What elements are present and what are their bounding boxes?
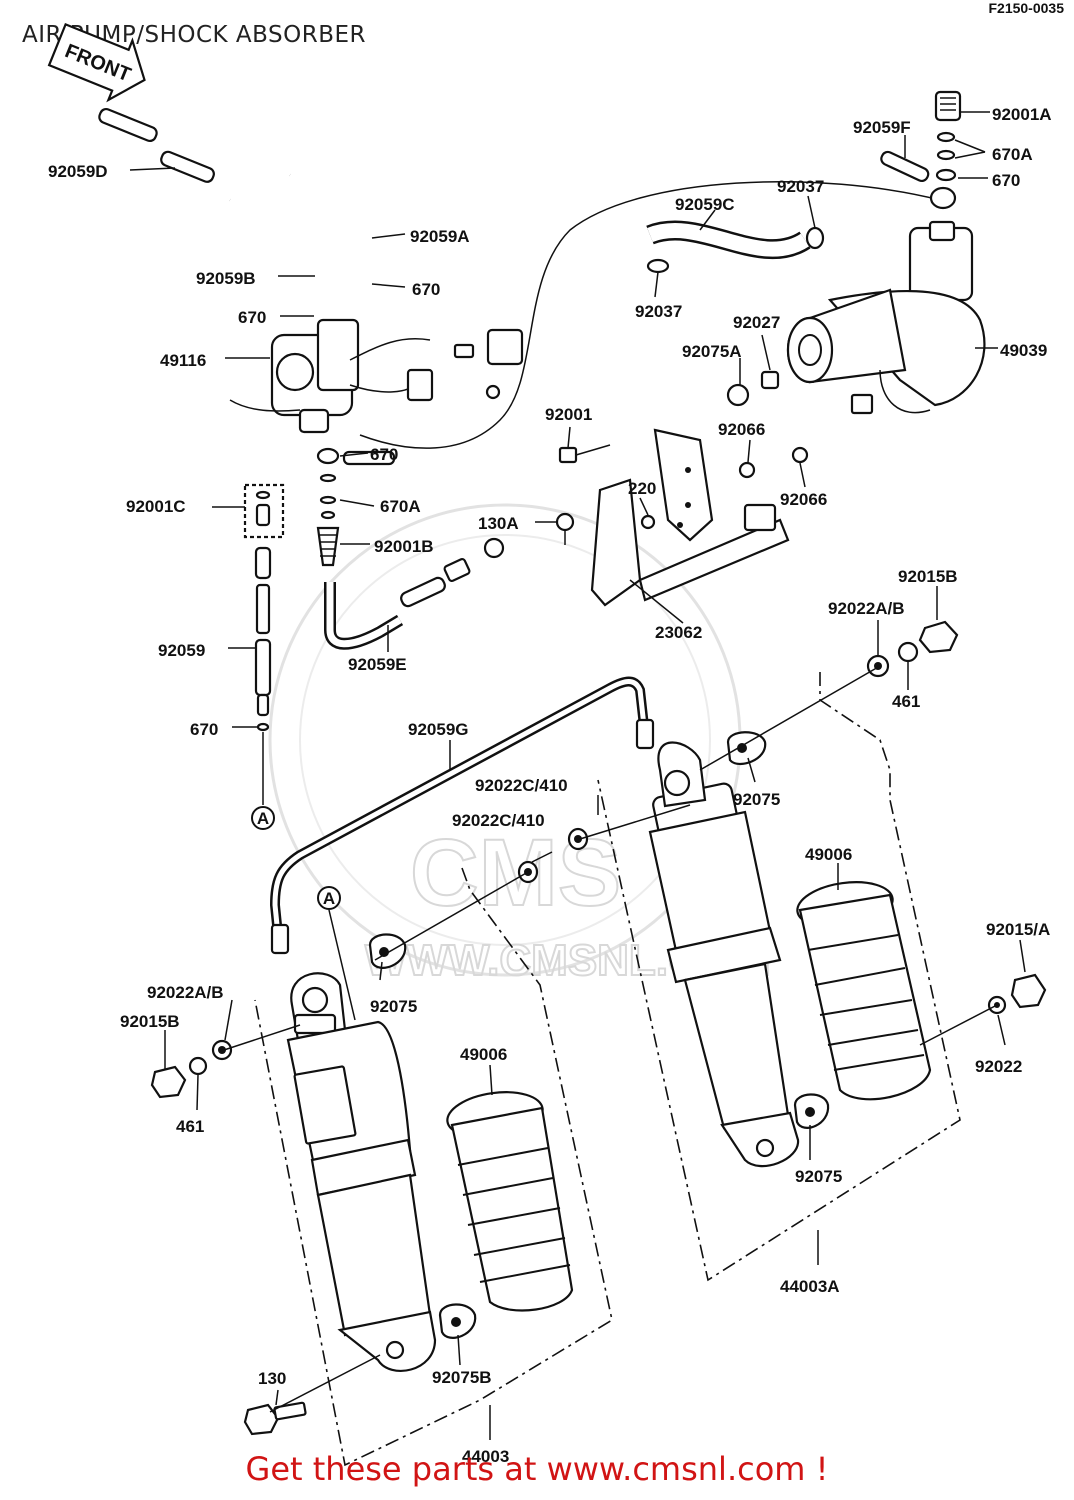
shock-absorber-left-44003 — [254, 867, 613, 1467]
callout-label-92066: 92066 — [718, 420, 765, 439]
bracket-23062 — [590, 428, 790, 607]
callout-label-49039: 49039 — [1000, 341, 1047, 360]
callout-label-92059e: 92059E — [348, 655, 407, 674]
callout-label-670a: 670A — [380, 497, 421, 516]
callout-label-92075: 92075 — [795, 1167, 842, 1186]
callout-label-92001a: 92001A — [992, 105, 1052, 124]
shock-absorber-right-44003A — [597, 672, 961, 1282]
callout-label-92027: 92027 — [733, 313, 780, 332]
callout-label-670a: 670A — [992, 145, 1033, 164]
callout-label-92059a: 92059A — [410, 227, 470, 246]
diagram-code: F2150-0035 — [988, 0, 1064, 16]
callout-label-670: 670 — [370, 445, 398, 464]
callout-label-461: 461 — [892, 692, 920, 711]
connection-marker-a — [251, 806, 341, 910]
callout-label-a: A — [257, 809, 269, 828]
callout-label-92075b: 92075B — [432, 1368, 492, 1387]
compressor-49039 — [786, 220, 986, 415]
callout-label-670: 670 — [412, 280, 440, 299]
callout-label-92022c-410: 92022C/410 — [475, 776, 568, 795]
callout-label-670: 670 — [992, 171, 1020, 190]
callout-label-92037: 92037 — [635, 302, 682, 321]
callout-label-92022a-b: 92022A/B — [147, 983, 224, 1002]
callout-label-92022: 92022 — [975, 1057, 1022, 1076]
callout-label-92066: 92066 — [780, 490, 827, 509]
fitting-column-left — [243, 447, 396, 732]
callout-label-92075a: 92075A — [682, 342, 742, 361]
leader-lines — [129, 111, 1026, 1440]
callout-label-92022a-b: 92022A/B — [828, 599, 905, 618]
callout-label-92001b: 92001B — [374, 537, 434, 556]
callout-label-92022c-410: 92022C/410 — [452, 811, 545, 830]
hose-92059G — [269, 676, 655, 955]
front-arrow: FRONT — [47, 22, 146, 103]
callout-label-92015-a: 92015/A — [986, 920, 1050, 939]
boot-49006-left — [446, 1091, 574, 1312]
callout-label-92001: 92001 — [545, 405, 592, 424]
callout-labels: 92001A92059F670A67092059D92059C920379205… — [48, 105, 1052, 1466]
hose-92059E — [324, 537, 505, 650]
callout-label-670: 670 — [190, 720, 218, 739]
callout-label-49006: 49006 — [460, 1045, 507, 1064]
callout-label-92075: 92075 — [370, 997, 417, 1016]
air-pump-valve-49116 — [229, 318, 524, 434]
callout-label-670: 670 — [238, 308, 266, 327]
callout-label-92037: 92037 — [777, 177, 824, 196]
callout-label-461: 461 — [176, 1117, 204, 1136]
callout-label-92015b: 92015B — [120, 1012, 180, 1031]
callout-label-92059c: 92059C — [675, 195, 735, 214]
callout-label-92059b: 92059B — [196, 269, 256, 288]
callout-label-92015b: 92015B — [898, 567, 958, 586]
callout-label-92001c: 92001C — [126, 497, 186, 516]
callout-label-130a: 130A — [478, 514, 519, 533]
callout-label-44003: 44003 — [462, 1447, 509, 1466]
air-valve-92001A — [929, 90, 962, 210]
callout-label-92059: 92059 — [158, 641, 205, 660]
boot-49006-right — [796, 881, 932, 1101]
callout-label-92059d: 92059D — [48, 162, 108, 181]
callout-label-220: 220 — [628, 479, 656, 498]
callout-label-23062: 23062 — [655, 623, 702, 642]
callout-label-130: 130 — [258, 1369, 286, 1388]
callout-label-92075: 92075 — [733, 790, 780, 809]
callout-label-a: A — [323, 889, 335, 908]
hose-92059D — [98, 107, 215, 183]
callout-label-92059f: 92059F — [853, 118, 911, 137]
footer-link[interactable]: Get these parts at www.cmsnl.com ! — [245, 1450, 829, 1488]
callout-label-92059g: 92059G — [408, 720, 469, 739]
callout-label-44003a: 44003A — [780, 1277, 840, 1296]
callout-label-49006: 49006 — [805, 845, 852, 864]
callout-label-49116: 49116 — [160, 351, 206, 370]
